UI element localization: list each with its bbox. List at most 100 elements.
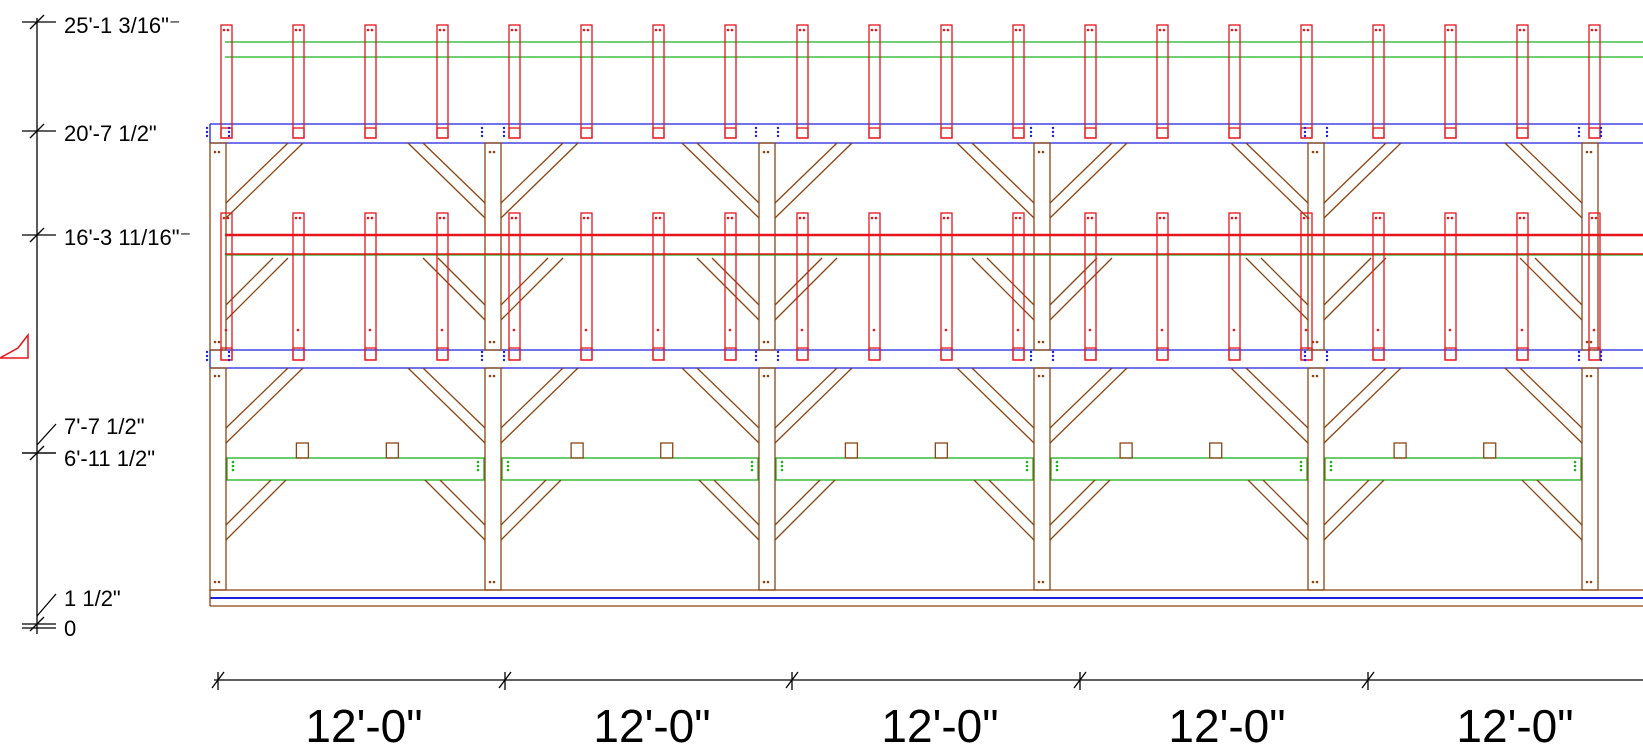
post-peg — [492, 340, 496, 344]
brace — [500, 367, 579, 444]
rafter-peg — [1306, 216, 1310, 220]
brace — [1519, 257, 1583, 321]
brace — [696, 142, 760, 204]
rafter-peg — [1014, 216, 1018, 220]
rafter-peg — [438, 28, 442, 32]
rafter-peg — [582, 28, 586, 32]
rafter-peg — [1018, 216, 1022, 220]
hdim-slash — [1361, 671, 1375, 689]
brace — [500, 479, 562, 541]
connector-dot — [1029, 354, 1033, 358]
brace — [1519, 367, 1583, 429]
rafter-peg — [1230, 28, 1234, 32]
rafter-peg — [944, 328, 948, 332]
girt-peg — [231, 464, 235, 468]
connector-dot — [502, 130, 506, 134]
dim-label-0: 0 — [64, 616, 76, 641]
rafter-seat — [1588, 127, 1601, 139]
rafter-seat — [292, 127, 305, 139]
connector-dot — [1051, 130, 1055, 134]
brace — [774, 367, 853, 444]
rafter-peg — [1232, 328, 1236, 332]
post-upper — [209, 142, 227, 351]
rafter-peg — [942, 28, 946, 32]
rafter-peg — [1522, 28, 1526, 32]
rafter-peg — [654, 216, 658, 220]
brace — [1245, 257, 1309, 321]
rafter-seat — [580, 127, 593, 139]
girt-peg — [750, 464, 754, 468]
connector-dot — [1599, 354, 1603, 358]
post-peg — [213, 374, 217, 378]
rafter-peg — [1306, 28, 1310, 32]
rafter-peg — [946, 28, 950, 32]
brace — [424, 479, 486, 541]
connector-dot — [1599, 126, 1603, 130]
vdim-slash — [29, 616, 45, 632]
rafter-peg — [1376, 328, 1380, 332]
brace — [713, 479, 760, 526]
connector-dot — [205, 134, 209, 138]
rafter-peg — [798, 216, 802, 220]
connector-dot — [1303, 358, 1307, 362]
rafter-peg — [874, 28, 878, 32]
post-upper — [1307, 142, 1325, 351]
post-peg — [1315, 150, 1319, 154]
rafter-seat — [1084, 127, 1097, 139]
section-marker — [0, 332, 29, 359]
girt-peg — [750, 460, 754, 464]
post-peg — [488, 374, 492, 378]
rafter-seat — [1444, 127, 1457, 139]
brace — [225, 257, 274, 306]
rafter-peg — [586, 216, 590, 220]
connector-dot — [1599, 134, 1603, 138]
brace — [500, 257, 564, 321]
rafter-peg — [1016, 328, 1020, 332]
brace — [422, 257, 486, 321]
girt-peg — [506, 468, 510, 472]
rafter-peg — [1446, 216, 1450, 220]
connector-dot — [754, 126, 758, 130]
hdim-slash — [1073, 671, 1087, 689]
vdim-slash — [29, 14, 45, 30]
post-peg — [1589, 150, 1593, 154]
brace — [225, 367, 304, 444]
brace — [1534, 257, 1583, 306]
dim-label-25ft: 25'-1 3/16"⁻ — [64, 13, 181, 38]
bay-3-dim-label: 12'-0" — [881, 700, 998, 749]
rafter-seat — [724, 347, 737, 361]
connector-dot — [1029, 134, 1033, 138]
girt-peg — [1299, 468, 1303, 472]
connector-dot — [1051, 350, 1055, 354]
connector-dot — [1051, 354, 1055, 358]
connector-dot — [1029, 358, 1033, 362]
bay-2-dim-label: 12'-0" — [593, 700, 710, 749]
connector-dot — [776, 134, 780, 138]
brace — [225, 142, 304, 219]
post-peg — [1589, 374, 1593, 378]
post-upper — [484, 142, 502, 351]
brace — [225, 142, 289, 204]
connector-dot — [754, 354, 758, 358]
rafter-peg — [654, 28, 658, 32]
brace — [1049, 142, 1128, 219]
brace — [774, 142, 853, 219]
brace — [973, 479, 1035, 541]
brace — [988, 479, 1035, 526]
rafter-seat — [580, 347, 593, 361]
connector-dot — [1303, 134, 1307, 138]
girt-block — [1483, 442, 1497, 459]
connector-dot — [1051, 126, 1055, 130]
rafter-peg — [1090, 28, 1094, 32]
rafter-seat — [940, 347, 953, 361]
post-peg — [762, 580, 766, 584]
girt-peg — [1055, 460, 1059, 464]
rafter-peg — [870, 216, 874, 220]
rafter-peg — [1304, 328, 1308, 332]
post-peg — [766, 374, 770, 378]
brace — [1323, 367, 1387, 429]
rafter-peg — [370, 216, 374, 220]
rafter-peg — [800, 328, 804, 332]
rafter-peg — [1590, 216, 1594, 220]
connector-dot — [480, 350, 484, 354]
